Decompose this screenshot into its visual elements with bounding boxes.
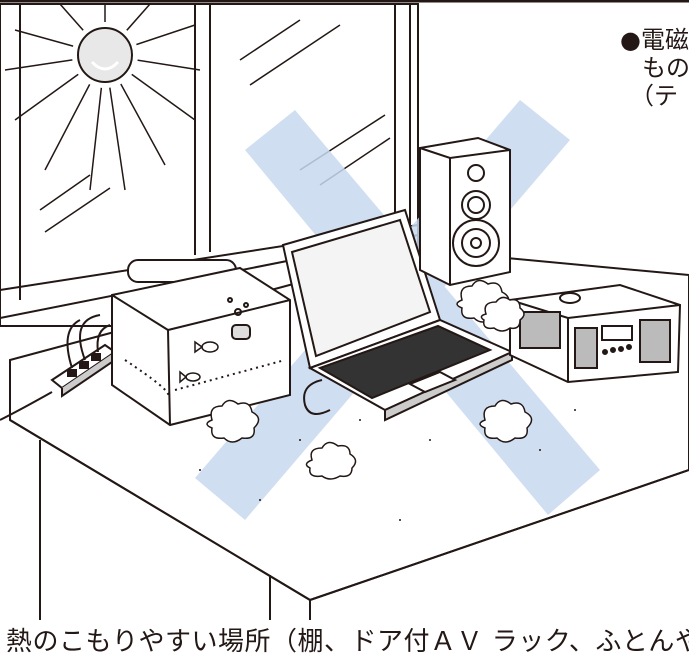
sun-icon	[4, 3, 201, 191]
note-line-1: ●電磁	[620, 26, 689, 54]
power-strip-icon	[0, 314, 117, 421]
note-line-2: もの	[642, 54, 689, 82]
laptop-icon	[281, 208, 515, 422]
note-text: ●電磁 もの （テ	[620, 26, 689, 110]
note-line-3: （テ	[630, 82, 678, 110]
radio-icon	[509, 283, 682, 384]
speaker-icon	[419, 136, 511, 287]
fish-icon	[179, 340, 219, 384]
caption-text: 熱のこもりやすい場所（棚、ドア付ＡＶ ラック、ふとんや	[6, 627, 689, 657]
dust-cloud-icon	[206, 279, 533, 480]
dust-specks	[199, 409, 576, 521]
illustration	[0, 0, 689, 620]
